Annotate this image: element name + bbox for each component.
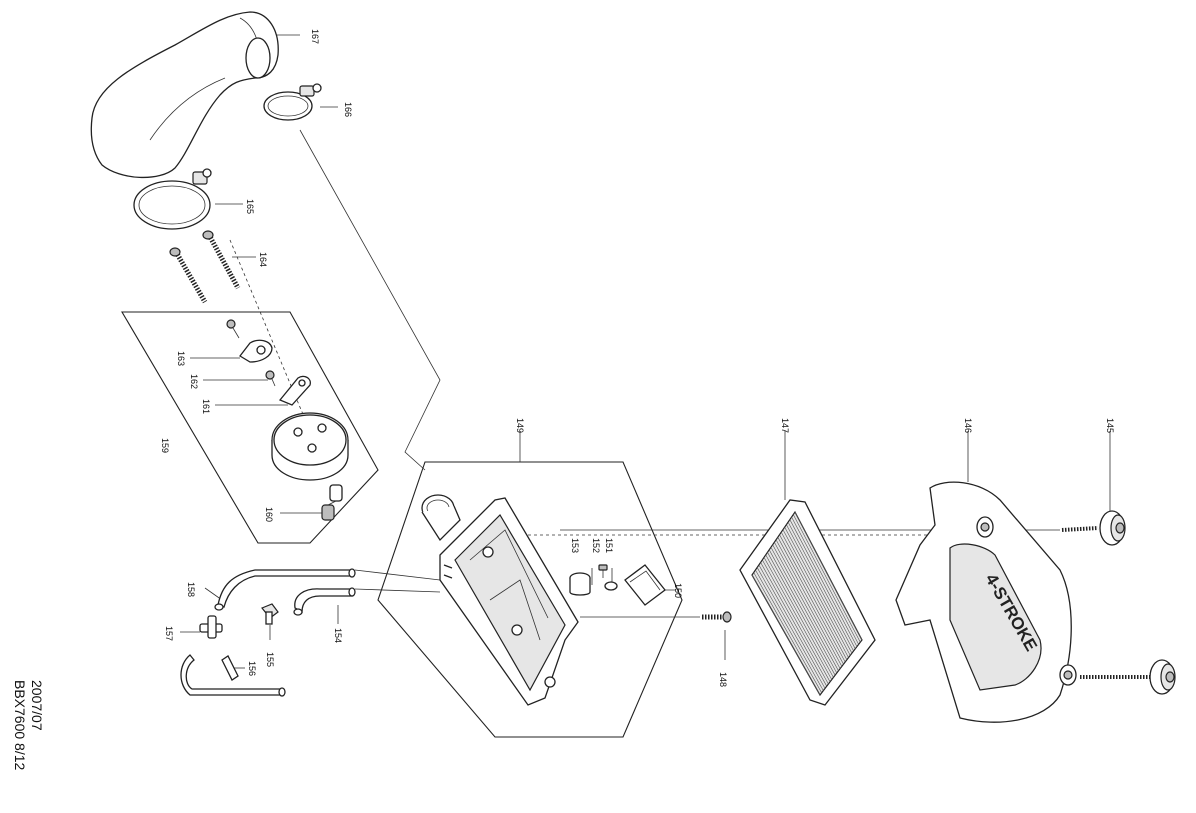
part-163-bracket: [226, 319, 273, 363]
part-150-pad: [624, 564, 666, 606]
label-152: 152: [591, 538, 601, 553]
part-156-tube-segment: [221, 655, 239, 681]
part-152-screw: [598, 564, 608, 571]
part-148-bolt: [702, 611, 732, 623]
group-box-149: [377, 461, 683, 738]
part-labels: 167 166 165 164 163 162 161 159 160 158 …: [160, 29, 1115, 687]
label-149: 149: [515, 418, 525, 433]
part-149-cleaner-case: [421, 494, 579, 706]
part-167-elbow-hose: [90, 11, 279, 179]
part-151-washer: [604, 581, 618, 591]
part-145-knob-upper: [1061, 510, 1126, 546]
part-153-sleeve: [569, 572, 591, 596]
part-160-valve: [321, 484, 343, 521]
part-147-filter-element: [739, 499, 876, 706]
part-161-plate: [278, 375, 311, 406]
label-162: 162: [189, 374, 199, 389]
part-165-hose-clamp-large: [133, 168, 212, 230]
part-164-bolts: [169, 230, 241, 304]
label-154: 154: [333, 628, 343, 643]
label-145: 145: [1105, 418, 1115, 433]
label-161: 161: [201, 399, 211, 414]
part-146-cover: 4-STROKE: [895, 481, 1077, 723]
part-166-hose-clamp-small: [263, 83, 322, 121]
part-157-tee: [199, 615, 223, 639]
label-159: 159: [160, 438, 170, 453]
footer-date: 2007/07: [29, 680, 45, 731]
label-157: 157: [164, 626, 174, 641]
part-162-screw: [265, 370, 276, 387]
part-hose-loop: [180, 654, 286, 697]
label-166: 166: [343, 102, 353, 117]
label-164: 164: [258, 252, 268, 267]
label-156: 156: [247, 661, 257, 676]
label-147: 147: [780, 418, 790, 433]
label-151: 151: [604, 538, 614, 553]
label-158: 158: [186, 582, 196, 597]
label-155: 155: [265, 652, 275, 667]
part-158-hose: [214, 568, 356, 611]
part-159-housing: [271, 412, 349, 481]
part-155-clip: [261, 603, 279, 625]
label-148: 148: [718, 672, 728, 687]
label-153: 153: [570, 538, 580, 553]
label-163: 163: [176, 351, 186, 366]
label-146: 146: [963, 418, 973, 433]
footer-model-page: BBX7600 8/12: [12, 680, 28, 771]
part-145-knob-lower: [1080, 659, 1176, 695]
label-150: 150: [673, 583, 683, 598]
label-167: 167: [310, 29, 320, 44]
footer: 2007/07 BBX7600 8/12: [12, 680, 45, 771]
label-165: 165: [245, 199, 255, 214]
part-154-hose: [293, 587, 356, 616]
group-box-159: [121, 311, 379, 544]
label-160: 160: [264, 507, 274, 522]
